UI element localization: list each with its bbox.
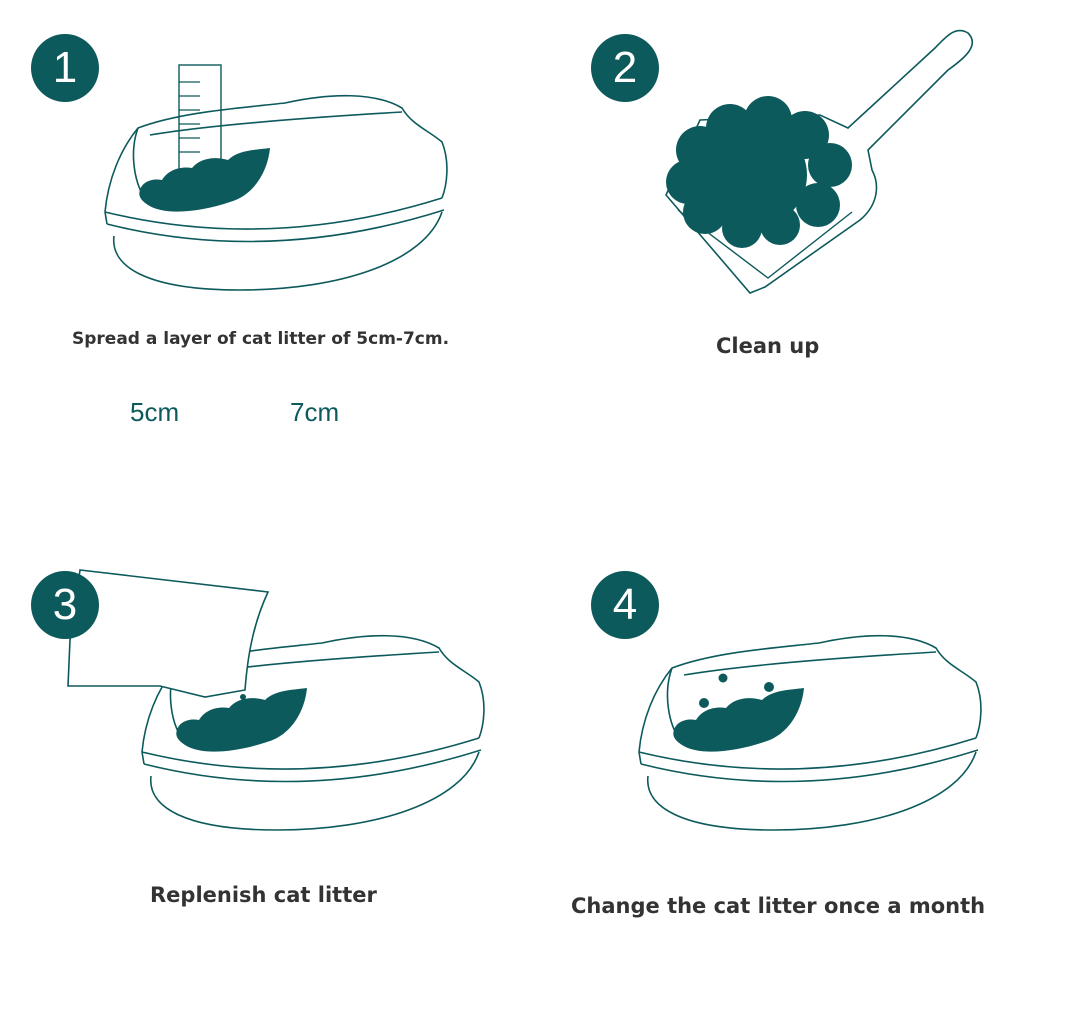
measuring-ruler	[178, 64, 222, 176]
step-2-illustration	[665, 29, 974, 294]
step-3-illustration	[67, 569, 485, 831]
step-number-badge: 2	[591, 34, 659, 102]
step-1-illustration	[104, 64, 448, 291]
step-number-badge: 1	[31, 34, 99, 102]
step-4-illustration	[638, 634, 982, 831]
step-number-badge: 4	[591, 571, 659, 639]
depth-label-min: 5cm	[130, 397, 180, 427]
step-number-badge: 3	[31, 571, 99, 639]
clump	[666, 96, 852, 248]
step-1-caption: Spread a layer of cat litter of 5cm-7cm.	[72, 329, 450, 349]
depth-label-max: 7cm	[290, 397, 340, 427]
litter-bag	[67, 569, 270, 698]
step-3-caption: Replenish cat litter	[150, 883, 377, 907]
litter-fill	[673, 688, 804, 752]
step-2-caption: Clean up	[716, 334, 820, 358]
step-4-caption: Change the cat litter once a month	[571, 894, 986, 918]
